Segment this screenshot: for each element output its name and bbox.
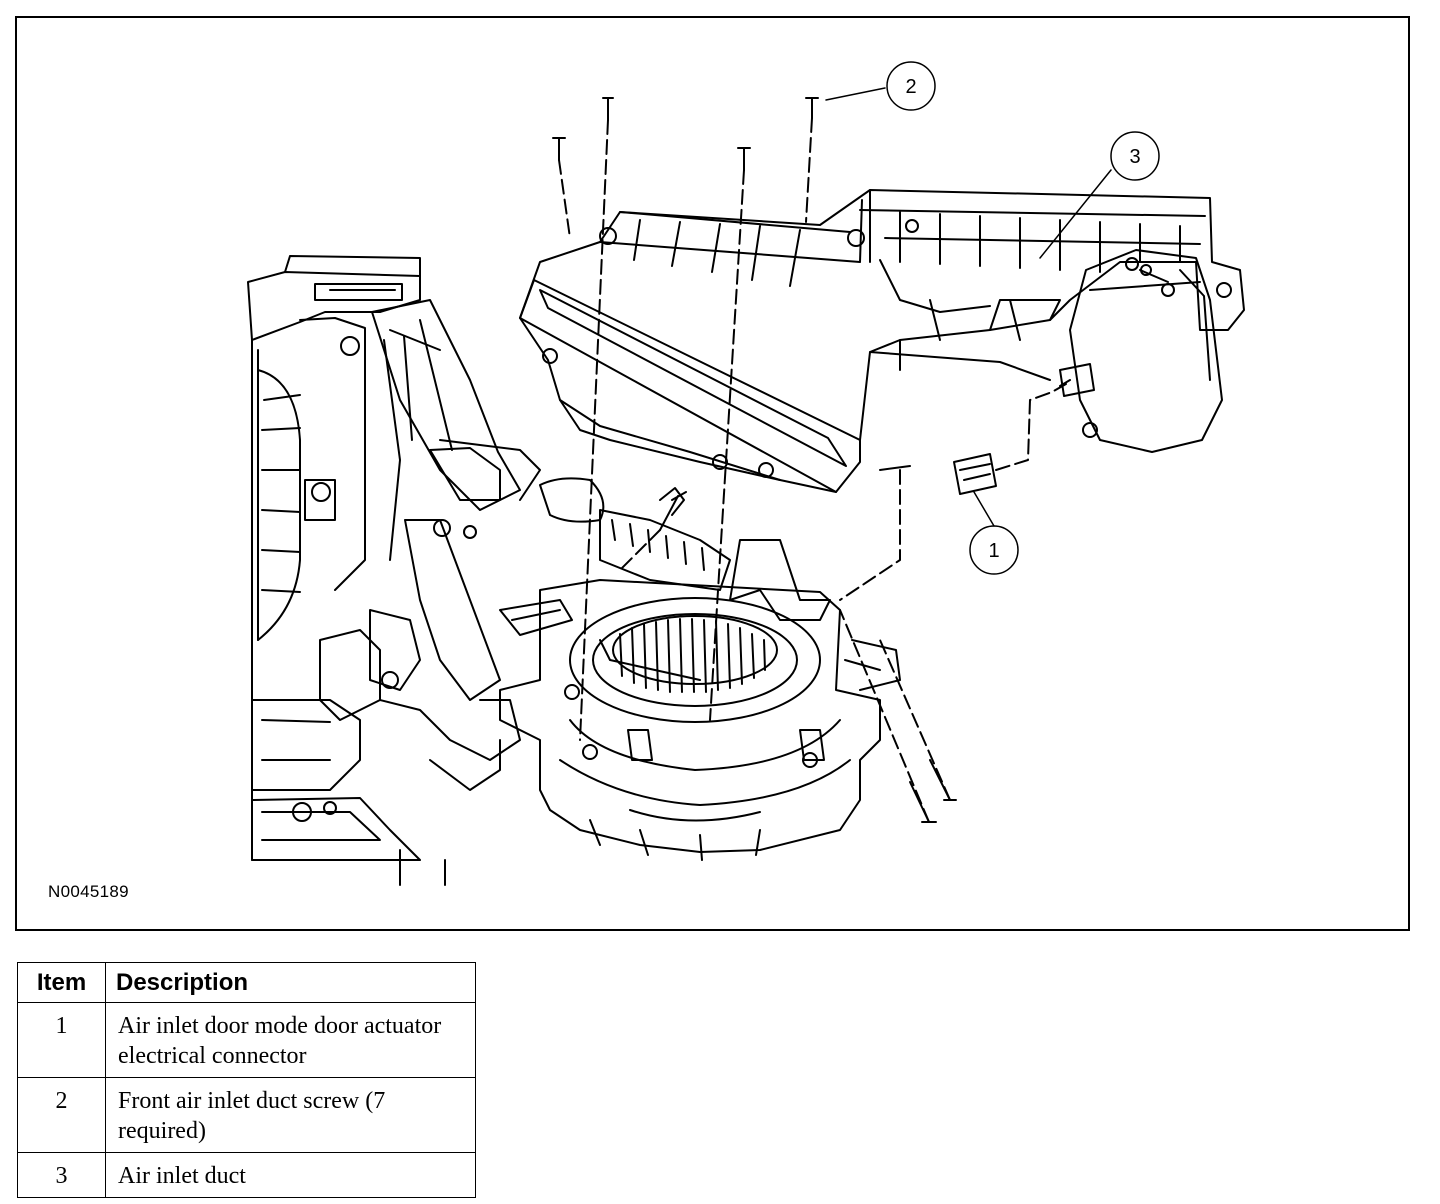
figure-frame — [15, 16, 1410, 931]
figure-id: N0045189 — [48, 882, 129, 901]
inlet-duct-screws — [552, 97, 957, 823]
legend-row: 1 Air inlet door mode door actuator elec… — [17, 1002, 476, 1078]
legend-table: Item Description 1 Air inlet door mode d… — [17, 962, 476, 1198]
legend-item-description: Air inlet door mode door actuator electr… — [105, 1002, 476, 1078]
callout-balloon-2: 2 — [886, 61, 936, 111]
svg-text:3: 3 — [1129, 146, 1140, 168]
legend-item-description: Front air inlet duct screw (7 required) — [105, 1077, 476, 1153]
header-description: Description — [105, 962, 476, 1003]
legend-row: 3 Air inlet duct — [17, 1152, 476, 1198]
screw-axis-lines — [558, 117, 951, 823]
air-inlet-duct — [519, 189, 1245, 493]
legend-item-number: 3 — [17, 1152, 106, 1198]
callout-balloon-3: 3 — [1110, 131, 1160, 181]
blower-housing — [499, 487, 901, 861]
legend-item-number: 1 — [17, 1002, 106, 1078]
electrical-connector — [953, 383, 1067, 495]
heater-housing — [247, 255, 605, 886]
exploded-view-illustration: 1 2 3 — [247, 61, 1245, 886]
mode-door-actuator — [1059, 249, 1223, 453]
legend-item-description: Air inlet duct — [105, 1152, 476, 1198]
header-item: Item — [17, 962, 106, 1003]
legend-header-row: Item Description — [17, 962, 476, 1003]
svg-text:1: 1 — [988, 540, 999, 562]
legend-row: 2 Front air inlet duct screw (7 required… — [17, 1077, 476, 1153]
svg-text:2: 2 — [905, 76, 916, 98]
legend-item-number: 2 — [17, 1077, 106, 1153]
callout-balloon-1: 1 — [969, 525, 1019, 575]
callout-leaders — [825, 87, 1112, 527]
